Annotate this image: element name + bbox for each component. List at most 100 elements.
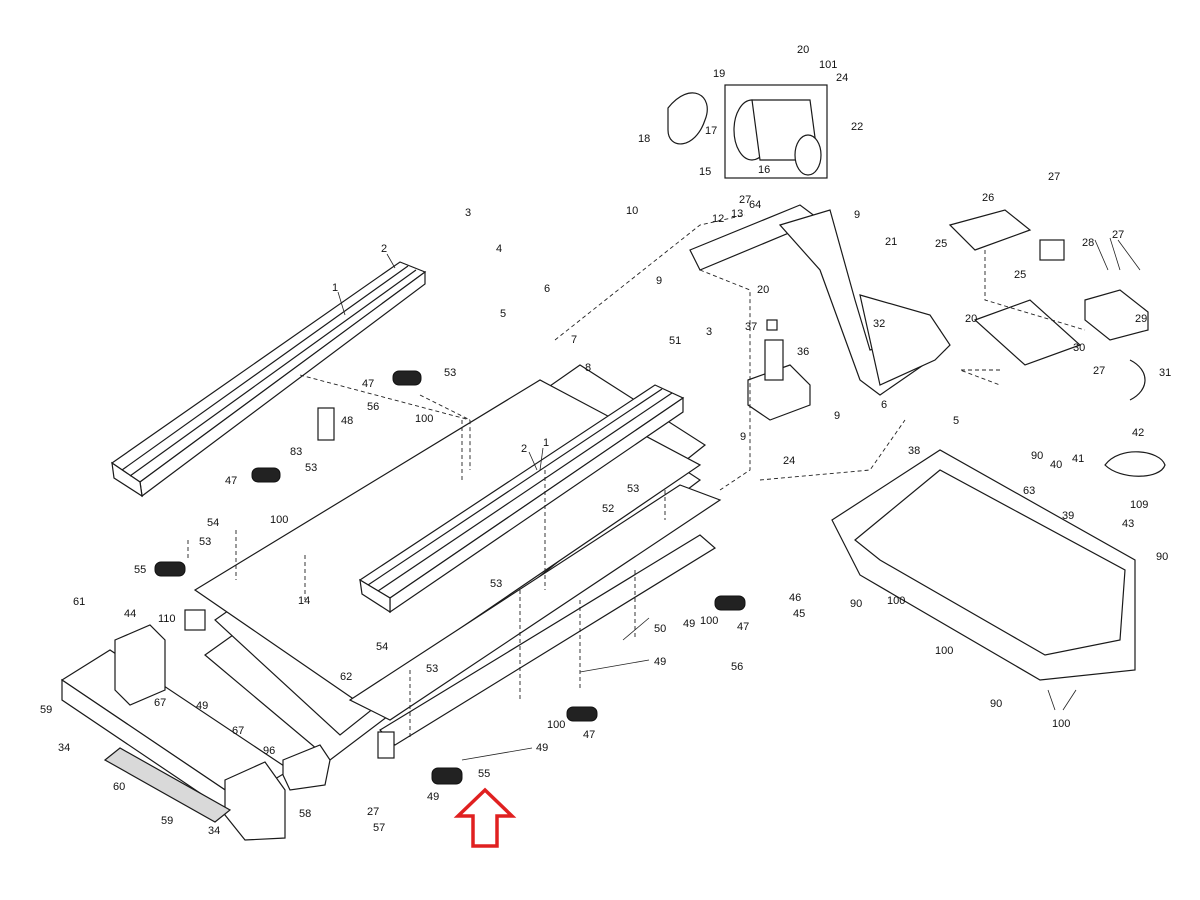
callout: 51	[669, 335, 681, 347]
callout: 67	[154, 697, 166, 709]
callout: 5	[500, 308, 506, 320]
callout: 25	[935, 238, 947, 250]
incline-motor	[747, 319, 811, 421]
upright-frame	[689, 204, 951, 396]
callout: 47	[583, 729, 595, 741]
callout: 49	[536, 742, 548, 754]
callout: 64	[749, 199, 761, 211]
callout: 20	[965, 313, 977, 325]
callout: 39	[1062, 510, 1074, 522]
callout-labels: 1 2 1 2 3 4 5 6 7 8 9 9 9 9 10 12 13 14 …	[40, 44, 1171, 837]
callout: 53	[426, 663, 438, 675]
callout: 38	[908, 445, 920, 457]
callout: 5	[953, 415, 959, 427]
callout: 58	[299, 808, 311, 820]
callout: 16	[758, 164, 770, 176]
callout: 47	[362, 378, 374, 390]
callout: 53	[199, 536, 211, 548]
callout: 100	[700, 615, 718, 627]
callout: 53	[444, 367, 456, 379]
callout: 53	[490, 578, 502, 590]
callout: 83	[290, 446, 302, 458]
callout: 28	[1082, 237, 1094, 249]
callout: 63	[1023, 485, 1035, 497]
callout: 32	[873, 318, 885, 330]
callout: 49	[683, 618, 695, 630]
callout: 21	[885, 236, 897, 248]
callout: 57	[373, 822, 385, 834]
callout: 27	[1048, 171, 1060, 183]
callout: 90	[850, 598, 862, 610]
callout: 25	[1014, 269, 1026, 281]
callout: 43	[1122, 518, 1134, 530]
callout: 12	[712, 213, 724, 225]
callout: 55	[134, 564, 146, 576]
motor-assembly	[667, 84, 828, 179]
callout: 9	[834, 410, 840, 422]
callout: 45	[793, 608, 805, 620]
callout: 30	[1073, 342, 1085, 354]
callout: 54	[207, 517, 219, 529]
callout: 26	[982, 192, 994, 204]
callout: 20	[757, 284, 769, 296]
callout: 110	[158, 613, 176, 625]
callout: 9	[854, 209, 860, 221]
callout: 18	[638, 133, 650, 145]
callout: 36	[797, 346, 809, 358]
callout: 31	[1159, 367, 1171, 379]
callout: 27	[1112, 229, 1124, 241]
callout: 109	[1130, 499, 1148, 511]
callout: 40	[1050, 459, 1062, 471]
callout: 49	[427, 791, 439, 803]
callout: 56	[731, 661, 743, 673]
hood-tray	[831, 449, 1136, 681]
callout: 90	[1156, 551, 1168, 563]
callout: 62	[340, 671, 352, 683]
callout: 55	[478, 768, 490, 780]
highlight-arrow	[453, 787, 517, 848]
callout: 22	[851, 121, 863, 133]
callout: 20	[797, 44, 809, 56]
callout: 90	[990, 698, 1002, 710]
callout: 100	[887, 595, 905, 607]
callout: 41	[1072, 453, 1084, 465]
callout: 100	[415, 413, 433, 425]
callout: 59	[161, 815, 173, 827]
callout: 59	[40, 704, 52, 716]
callout: 4	[496, 243, 502, 255]
callout: 100	[1052, 718, 1070, 730]
callout: 53	[627, 483, 639, 495]
callout: 67	[232, 725, 244, 737]
side-rail-right	[358, 384, 685, 614]
callout: 47	[225, 475, 237, 487]
callout: 50	[654, 623, 666, 635]
callout: 9	[656, 275, 662, 287]
callout: 7	[571, 334, 577, 346]
callout: 24	[783, 455, 795, 467]
callout: 27	[367, 806, 379, 818]
callout: 2	[521, 443, 527, 455]
callout: 56	[367, 401, 379, 413]
callout: 14	[298, 595, 310, 607]
front-rail-assembly	[348, 484, 722, 759]
callout: 1	[332, 282, 338, 294]
callout: 27	[1093, 365, 1105, 377]
callout: 13	[731, 208, 743, 220]
callout: 49	[654, 656, 666, 668]
callout: 100	[547, 719, 565, 731]
callout: 6	[544, 283, 550, 295]
callout: 27	[739, 194, 751, 206]
callout: 29	[1135, 313, 1147, 325]
callout: 19	[713, 68, 725, 80]
assembly-dash-lines	[187, 214, 1086, 740]
control-board	[948, 209, 1166, 477]
callout: 96	[263, 745, 275, 757]
leader-lines	[337, 237, 1141, 761]
callout: 9	[740, 431, 746, 443]
callout: 3	[465, 207, 471, 219]
callout: 100	[270, 514, 288, 526]
callout: 42	[1132, 427, 1144, 439]
callout: 52	[602, 503, 614, 515]
callout: 53	[305, 462, 317, 474]
